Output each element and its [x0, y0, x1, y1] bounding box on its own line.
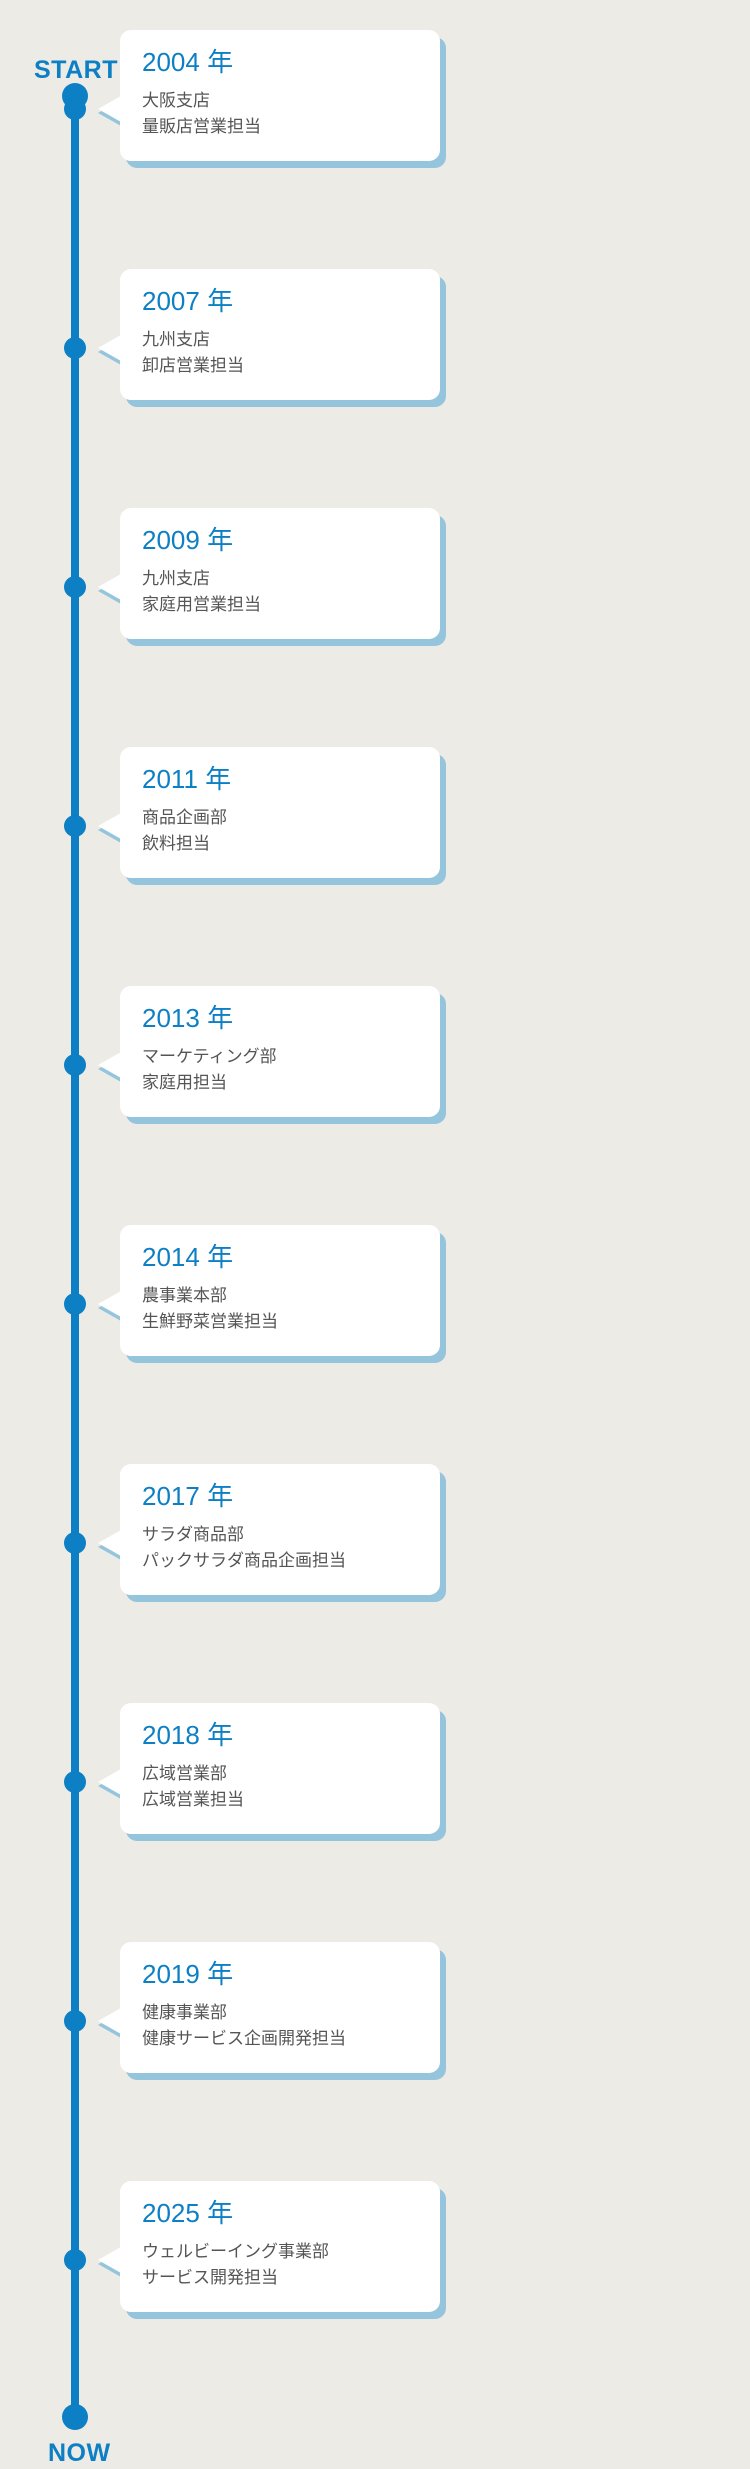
timeline-axis-line: [71, 95, 79, 2417]
timeline-card-role: 量販店営業担当: [142, 117, 261, 137]
timeline-card-role: パックサラダ商品企画担当: [142, 1551, 346, 1571]
timeline-card-role: 飲料担当: [142, 834, 210, 854]
card-pointer-icon: [98, 1530, 121, 1556]
timeline-card-role: 家庭用担当: [142, 1073, 227, 1093]
timeline-card[interactable]: 2018 年広域営業部広域営業担当: [98, 1703, 440, 1834]
timeline-card[interactable]: 2019 年健康事業部健康サービス企画開発担当: [98, 1942, 440, 2073]
timeline-card-department: 健康事業部: [142, 2002, 227, 2022]
card-pointer-icon: [98, 335, 121, 361]
timeline-card-department: マーケティング部: [142, 1046, 277, 1066]
timeline-dot: [64, 1771, 86, 1793]
timeline-dot: [64, 98, 86, 120]
timeline-dot: [64, 1532, 86, 1554]
timeline-dot: [64, 1054, 86, 1076]
timeline-dot: [64, 2249, 86, 2271]
card-pointer-icon: [98, 574, 121, 600]
timeline-card-year: 2019 年: [142, 1959, 234, 1989]
timeline-card[interactable]: 2017 年サラダ商品部パックサラダ商品企画担当: [98, 1464, 440, 1595]
timeline-card-department: サラダ商品部: [142, 1524, 244, 1544]
timeline-card-role: 卸店営業担当: [142, 356, 244, 376]
timeline-card[interactable]: 2013 年マーケティング部家庭用担当: [98, 986, 440, 1117]
card-pointer-icon: [98, 1769, 121, 1795]
timeline-now-label: NOW: [48, 2439, 111, 2467]
timeline-dot: [64, 1293, 86, 1315]
card-pointer-icon: [98, 813, 121, 839]
timeline-dot: [64, 337, 86, 359]
timeline-start-label: START: [34, 56, 118, 84]
timeline-card-year: 2007 年: [142, 286, 234, 316]
timeline-card[interactable]: 2004 年大阪支店量販店営業担当: [98, 30, 440, 161]
timeline-now-dot: [62, 2404, 88, 2430]
timeline-card-year: 2004 年: [142, 47, 234, 77]
timeline-card-year: 2011 年: [142, 764, 232, 794]
timeline-card-department: 商品企画部: [142, 807, 227, 827]
timeline-card-department: 広域営業部: [142, 1763, 227, 1783]
timeline-card-role: サービス開発担当: [142, 2268, 278, 2288]
timeline-card-role: 広域営業担当: [142, 1790, 244, 1810]
timeline-dot: [64, 815, 86, 837]
timeline-card-year: 2018 年: [142, 1720, 234, 1750]
timeline-card[interactable]: 2014 年農事業本部生鮮野菜営業担当: [98, 1225, 440, 1356]
timeline-card-department: 農事業本部: [142, 1285, 227, 1305]
card-pointer-icon: [98, 96, 121, 122]
timeline-dot: [64, 576, 86, 598]
timeline-card-role: 健康サービス企画開発担当: [142, 2029, 346, 2049]
timeline-card-role: 生鮮野菜営業担当: [142, 1312, 278, 1332]
timeline-card[interactable]: 2009 年九州支店家庭用営業担当: [98, 508, 440, 639]
timeline-dot: [64, 2010, 86, 2032]
card-pointer-icon: [98, 2247, 121, 2273]
timeline-card[interactable]: 2025 年ウェルビーイング事業部サービス開発担当: [98, 2181, 440, 2312]
timeline-card[interactable]: 2007 年九州支店卸店営業担当: [98, 269, 440, 400]
timeline-card-year: 2017 年: [142, 1481, 234, 1511]
card-pointer-icon: [98, 1052, 121, 1078]
timeline-card-role: 家庭用営業担当: [142, 595, 261, 615]
timeline-card-department: ウェルビーイング事業部: [142, 2241, 329, 2261]
card-pointer-icon: [98, 1291, 121, 1317]
timeline-card-year: 2013 年: [142, 1003, 234, 1033]
timeline-card-department: 九州支店: [142, 329, 210, 349]
timeline-card-year: 2014 年: [142, 1242, 234, 1272]
timeline-card-year: 2025 年: [142, 2198, 234, 2228]
timeline-card-year: 2009 年: [142, 525, 234, 555]
timeline-card[interactable]: 2011 年商品企画部飲料担当: [98, 747, 440, 878]
timeline-card-department: 九州支店: [142, 568, 210, 588]
card-pointer-icon: [98, 2008, 121, 2034]
timeline-card-department: 大阪支店: [142, 90, 210, 110]
